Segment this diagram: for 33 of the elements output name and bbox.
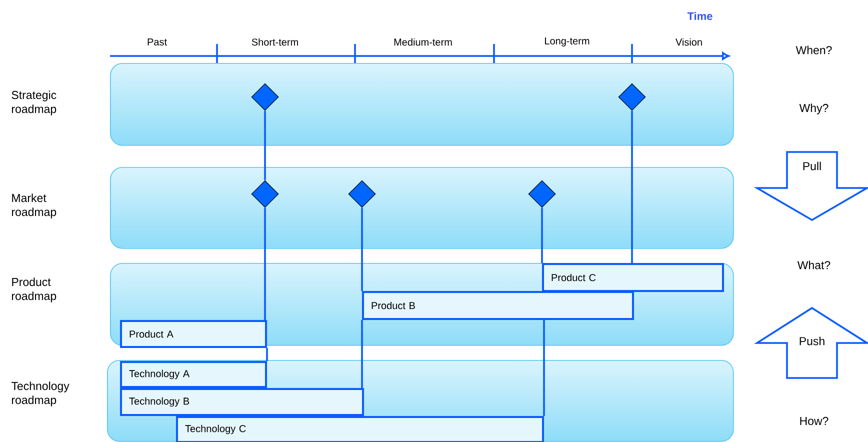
- band-label: Market roadmap: [12, 194, 56, 218]
- connector-line: [541, 208, 543, 263]
- milestone-diamond: [251, 83, 279, 111]
- connector-line: [266, 348, 268, 361]
- milestone-diamond: [528, 180, 556, 208]
- question-label: When?: [796, 46, 832, 54]
- band-label: Strategic roadmap: [12, 90, 56, 116]
- timeline-bar: Technology A: [120, 360, 267, 388]
- question-label: Why?: [799, 104, 828, 114]
- period-label: Long-term: [545, 38, 590, 46]
- milestone-diamond: [251, 180, 279, 208]
- axis-title: Time: [687, 12, 712, 20]
- timeline-bar: Technology B: [120, 388, 364, 416]
- band-label: Product roadmap: [12, 278, 56, 302]
- period-label: Past: [148, 38, 167, 46]
- period-label: Medium-term: [394, 38, 452, 46]
- connector-line: [361, 208, 363, 291]
- period-label: Short-term: [252, 38, 298, 46]
- connector-line: [264, 110, 266, 180]
- band-label: Technology roadmap: [11, 382, 70, 406]
- question-label: How?: [800, 416, 828, 426]
- milestone-diamond: [618, 83, 646, 111]
- timeline-bar: Product A: [120, 320, 267, 348]
- period-label: Vision: [676, 38, 702, 46]
- timeline-bar: Technology C: [176, 416, 544, 442]
- connector-line: [361, 320, 363, 388]
- timeline-bar: Product C: [542, 263, 724, 292]
- question-label: What?: [797, 260, 830, 270]
- connector-line: [631, 110, 633, 263]
- connector-line: [264, 208, 266, 320]
- timeline-bar: Product B: [362, 291, 634, 320]
- connector-line: [543, 320, 545, 416]
- milestone-diamond: [348, 180, 376, 208]
